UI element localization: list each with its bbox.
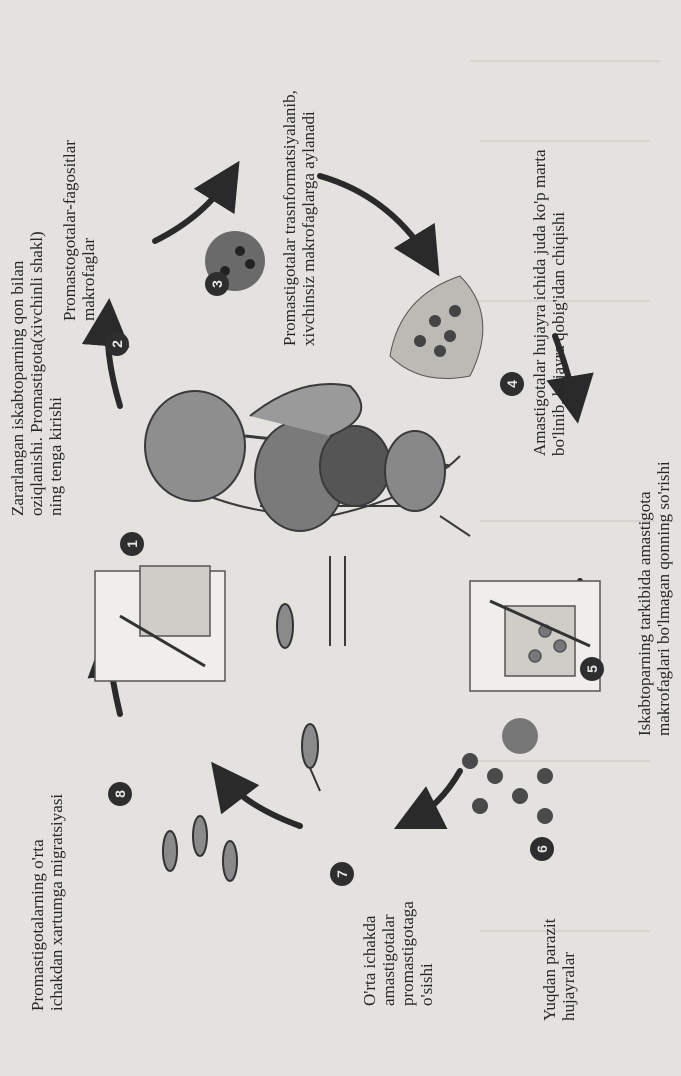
stage-5-label: Iskabtoparning tarkibida amastigotamakro… [635, 461, 673, 736]
stage-7-number: 7 [330, 862, 354, 886]
stage-2-number: 2 [105, 332, 129, 356]
stage-1-number: 1 [120, 532, 144, 556]
stage-8-number: 8 [108, 782, 132, 806]
arrow-3-4 [320, 176, 430, 261]
stage-5-number: 5 [580, 657, 604, 681]
stage-1-label: Zararlangan iskabtoparning qon bilanoziq… [8, 231, 65, 516]
parasite-cluster [462, 718, 553, 824]
stage-2-label: Promastogotalar-fagositlarmakrofaglar [60, 140, 98, 321]
stage-3-number: 3 [205, 272, 229, 296]
arrow-6-7 [410, 771, 460, 821]
stage-4-number: 4 [500, 372, 524, 396]
infected-cell [390, 276, 483, 379]
arrow-1-2 [108, 316, 121, 406]
stage-6-label: Yuqdan parazithujayralar [540, 919, 578, 1021]
inset-panel-feeding [95, 566, 225, 681]
stage-7-label: O'rta ichakdaamastigotalarpromastigotaga… [360, 901, 436, 1006]
stage-6-number: 6 [530, 837, 554, 861]
stage-4-label: Amastigotalar hujayra ichida juda ko'p m… [530, 149, 568, 456]
stage-3-label: Promastigotalar trasnformatsiyalanib,xiv… [280, 90, 318, 346]
stage-8-label: Promastigotalarning o'rtaichakdan xartum… [28, 794, 66, 1011]
arrow-7-8 [222, 776, 300, 826]
arrow-2-3 [155, 176, 230, 241]
